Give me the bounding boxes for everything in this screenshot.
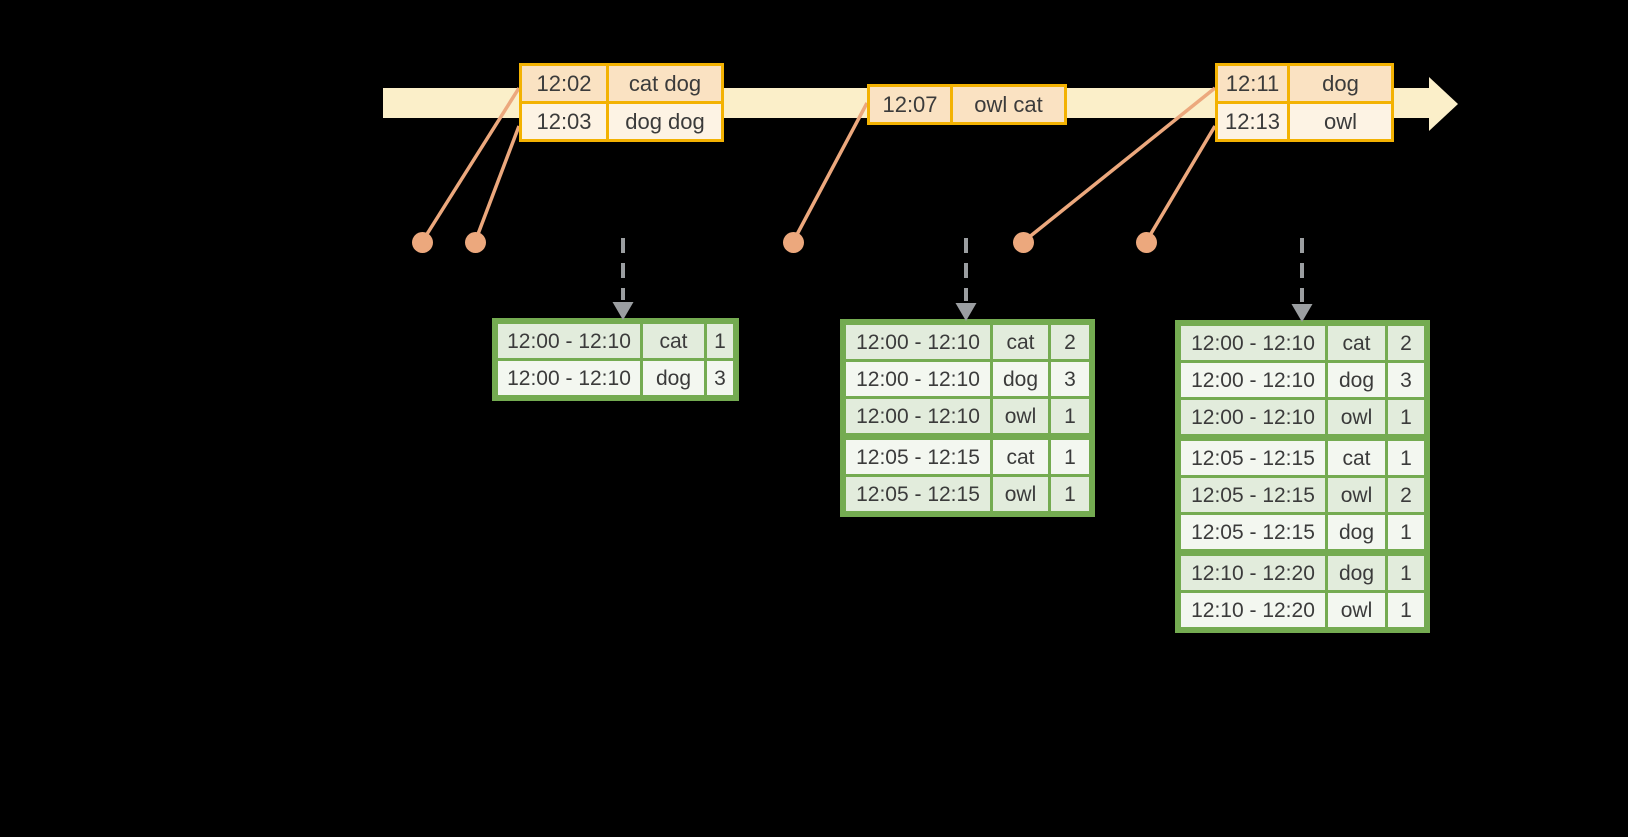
event-dot <box>1013 232 1034 253</box>
event-time-cell: 12:11 <box>1218 66 1287 101</box>
event-table-3: 12:11 dog 12:13 owl <box>1215 63 1394 142</box>
connector-line <box>473 125 521 243</box>
result-row: 12:00 - 12:10 cat 1 <box>498 324 733 358</box>
word-cell: cat <box>993 325 1048 359</box>
result-row: 12:00 - 12:10 owl 1 <box>846 399 1089 433</box>
window-cell: 12:05 - 12:15 <box>1181 515 1325 549</box>
event-row: 12:02 cat dog <box>522 66 721 101</box>
result-table-2: 12:00 - 12:10 cat 2 12:00 - 12:10 dog 3 … <box>840 319 1095 517</box>
result-row: 12:00 - 12:10 cat 2 <box>846 325 1089 359</box>
word-cell: cat <box>643 324 704 358</box>
count-cell: 1 <box>1388 593 1424 627</box>
window-cell: 12:00 - 12:10 <box>846 362 990 396</box>
result-row: 12:00 - 12:10 dog 3 <box>1181 363 1424 397</box>
result-row: 12:00 - 12:10 owl 1 <box>1181 400 1424 434</box>
event-time-cell: 12:07 <box>870 87 950 122</box>
word-cell: cat <box>1328 441 1385 475</box>
word-cell: dog <box>993 362 1048 396</box>
window-cell: 12:00 - 12:10 <box>1181 363 1325 397</box>
word-cell: cat <box>993 440 1048 474</box>
event-dot <box>412 232 433 253</box>
word-cell: owl <box>1328 478 1385 512</box>
event-words-cell: dog dog <box>609 104 721 139</box>
window-cell: 12:00 - 12:10 <box>846 399 990 433</box>
window-cell: 12:00 - 12:10 <box>498 324 640 358</box>
count-cell: 1 <box>1051 440 1089 474</box>
event-dot <box>783 232 804 253</box>
count-cell: 3 <box>1388 363 1424 397</box>
result-row: 12:00 - 12:10 dog 3 <box>846 362 1089 396</box>
word-cell: owl <box>993 477 1048 511</box>
count-cell: 2 <box>1051 325 1089 359</box>
word-cell: dog <box>643 361 704 395</box>
connector-line <box>791 102 869 243</box>
result-row: 12:10 - 12:20 owl 1 <box>1181 593 1424 627</box>
count-cell: 1 <box>1051 477 1089 511</box>
count-cell: 3 <box>1051 362 1089 396</box>
window-cell: 12:10 - 12:20 <box>1181 556 1325 590</box>
event-table-1: 12:02 cat dog 12:03 dog dog <box>519 63 724 142</box>
count-cell: 1 <box>1388 441 1424 475</box>
count-cell: 1 <box>707 324 733 358</box>
event-words-cell: owl cat <box>953 87 1064 122</box>
event-time-cell: 12:02 <box>522 66 606 101</box>
event-words-cell: owl <box>1290 104 1391 139</box>
word-cell: owl <box>1328 400 1385 434</box>
trigger-arrow-icon <box>612 238 634 320</box>
count-cell: 1 <box>1388 556 1424 590</box>
result-row: 12:00 - 12:10 cat 2 <box>1181 326 1424 360</box>
connector-line <box>1144 125 1217 243</box>
window-cell: 12:10 - 12:20 <box>1181 593 1325 627</box>
timeline-arrow-icon <box>1429 77 1458 131</box>
word-cell: dog <box>1328 363 1385 397</box>
result-row: 12:05 - 12:15 dog 1 <box>1181 515 1424 549</box>
result-row: 12:00 - 12:10 dog 3 <box>498 361 733 395</box>
result-row: 12:05 - 12:15 cat 1 <box>1181 441 1424 475</box>
result-table-1: 12:00 - 12:10 cat 1 12:00 - 12:10 dog 3 <box>492 318 739 401</box>
word-cell: dog <box>1328 515 1385 549</box>
window-cell: 12:00 - 12:10 <box>498 361 640 395</box>
count-cell: 3 <box>707 361 733 395</box>
result-row: 12:10 - 12:20 dog 1 <box>1181 556 1424 590</box>
word-cell: cat <box>1328 326 1385 360</box>
event-table-2: 12:07 owl cat <box>867 84 1067 125</box>
window-cell: 12:00 - 12:10 <box>1181 400 1325 434</box>
trigger-arrow-icon <box>955 238 977 321</box>
event-row: 12:07 owl cat <box>870 87 1064 122</box>
trigger-arrow-icon <box>1291 238 1313 322</box>
event-row: 12:11 dog <box>1218 66 1391 101</box>
window-cell: 12:00 - 12:10 <box>1181 326 1325 360</box>
word-cell: owl <box>1328 593 1385 627</box>
result-table-3: 12:00 - 12:10 cat 2 12:00 - 12:10 dog 3 … <box>1175 320 1430 633</box>
window-cell: 12:05 - 12:15 <box>1181 441 1325 475</box>
event-dot <box>465 232 486 253</box>
count-cell: 1 <box>1051 399 1089 433</box>
event-time-cell: 12:03 <box>522 104 606 139</box>
count-cell: 1 <box>1388 400 1424 434</box>
event-row: 12:03 dog dog <box>522 104 721 139</box>
count-cell: 2 <box>1388 478 1424 512</box>
count-cell: 2 <box>1388 326 1424 360</box>
result-row: 12:05 - 12:15 cat 1 <box>846 440 1089 474</box>
window-cell: 12:05 - 12:15 <box>846 440 990 474</box>
event-words-cell: dog <box>1290 66 1391 101</box>
word-cell: owl <box>993 399 1048 433</box>
event-words-cell: cat dog <box>609 66 721 101</box>
event-time-cell: 12:13 <box>1218 104 1287 139</box>
event-row: 12:13 owl <box>1218 104 1391 139</box>
event-dot <box>1136 232 1157 253</box>
word-cell: dog <box>1328 556 1385 590</box>
result-row: 12:05 - 12:15 owl 1 <box>846 477 1089 511</box>
window-cell: 12:00 - 12:10 <box>846 325 990 359</box>
window-cell: 12:05 - 12:15 <box>1181 478 1325 512</box>
window-cell: 12:05 - 12:15 <box>846 477 990 511</box>
count-cell: 1 <box>1388 515 1424 549</box>
result-row: 12:05 - 12:15 owl 2 <box>1181 478 1424 512</box>
